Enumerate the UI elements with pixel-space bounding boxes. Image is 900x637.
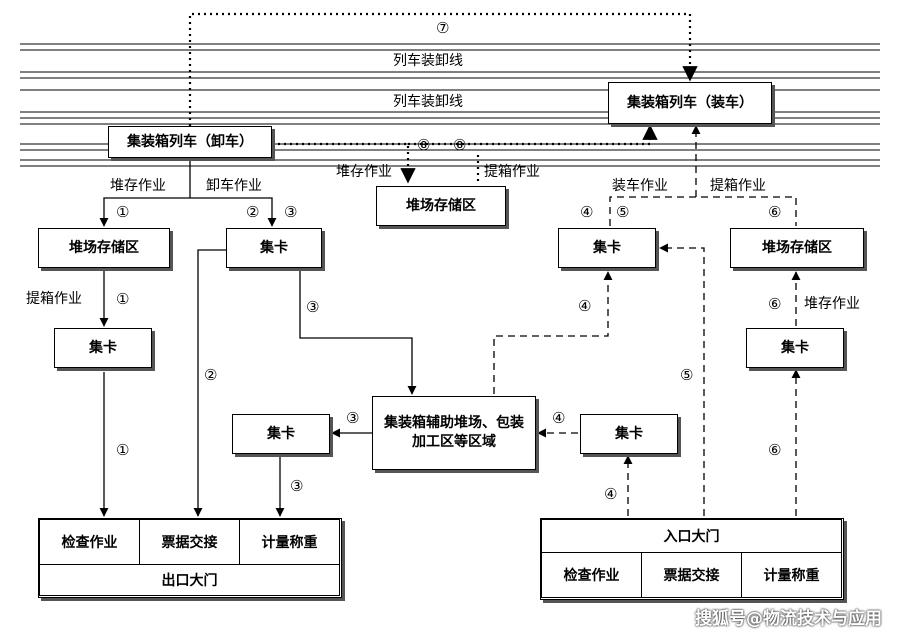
entry-gate-cell-inspection: 检查作业: [541, 552, 642, 598]
step-number-3-aux: ③: [346, 409, 360, 427]
auxiliary-area-box: 集装箱辅助堆场、包装加工区等区域: [372, 396, 536, 470]
step-number-1-low: ①: [116, 441, 130, 459]
truck-box-center-left: 集卡: [232, 414, 330, 454]
label-stack-op-mid: 堆存作业: [336, 164, 392, 180]
label-pick-op-right: 提箱作业: [710, 178, 766, 194]
dotted-flows: [188, 12, 698, 184]
entry-gate-cell-weighing: 计量称重: [741, 552, 842, 598]
step-number-6-top: ⑥: [768, 203, 782, 221]
step-number-2-low: ②: [204, 366, 218, 384]
exit-gate-cell-weighing: 计量称重: [239, 519, 340, 565]
step-number-8-left: ⑧: [417, 136, 431, 154]
step-number-5-low: ⑤: [680, 366, 694, 384]
step-number-7: ⑦: [436, 19, 450, 37]
exit-gate: 检查作业 票据交接 计量称重 出口大门: [38, 518, 342, 598]
yard-storage-right: 堆场存储区: [730, 228, 864, 268]
dashed-flows: [493, 125, 801, 516]
loading-train-box: 集装箱列车（装车）: [608, 82, 772, 124]
track-label-mid: 列车装卸线: [389, 94, 467, 110]
solid-flows: [99, 157, 417, 517]
entry-gate-name: 入口大门: [541, 519, 842, 553]
step-number-8-right: ⑧: [453, 136, 467, 154]
step-number-6-mid: ⑥: [768, 295, 782, 313]
step-number-4-aux: ④: [552, 409, 566, 427]
truck-box-right-top: 集卡: [558, 228, 656, 268]
step-number-4-top: ④: [580, 203, 594, 221]
step-number-5-top: ⑤: [616, 203, 630, 221]
label-stack-op-left: 堆存作业: [110, 178, 166, 194]
truck-box-left-low: 集卡: [54, 328, 152, 368]
step-number-1-mid: ①: [116, 290, 130, 308]
label-stack-op-right: 堆存作业: [804, 296, 860, 312]
track-label-top: 列车装卸线: [389, 53, 467, 69]
entry-gate-cell-documents: 票据交接: [641, 552, 742, 598]
step-number-2-top: ②: [246, 203, 260, 221]
exit-gate-name: 出口大门: [39, 564, 340, 596]
exit-gate-cell-documents: 票据交接: [139, 519, 240, 565]
label-load-op: 装车作业: [612, 178, 668, 194]
step-number-4-low: ④: [604, 485, 618, 503]
unloading-train-box: 集装箱列车（卸车）: [108, 126, 272, 158]
step-number-3-mid: ③: [306, 298, 320, 316]
label-unload-op: 卸车作业: [206, 178, 262, 194]
truck-box-left-mid: 集卡: [226, 228, 322, 268]
step-number-1-top: ①: [116, 203, 130, 221]
label-pick-op-left: 提箱作业: [26, 291, 82, 307]
yard-storage-mid: 堆场存储区: [376, 186, 506, 226]
step-number-3-low: ③: [290, 477, 304, 495]
entry-gate: 入口大门 检查作业 票据交接 计量称重: [540, 518, 844, 600]
yard-storage-left: 堆场存储区: [38, 228, 170, 268]
step-number-6-low: ⑥: [768, 441, 782, 459]
label-pick-op-mid: 提箱作业: [484, 164, 540, 180]
step-number-4-mid: ④: [578, 297, 592, 315]
truck-box-center-right: 集卡: [580, 414, 678, 454]
watermark-text: 搜狐号@物流技术与应用: [695, 609, 882, 629]
exit-gate-cell-inspection: 检查作业: [39, 519, 140, 565]
step-number-3-top: ③: [284, 203, 298, 221]
truck-box-right-low: 集卡: [746, 328, 844, 368]
